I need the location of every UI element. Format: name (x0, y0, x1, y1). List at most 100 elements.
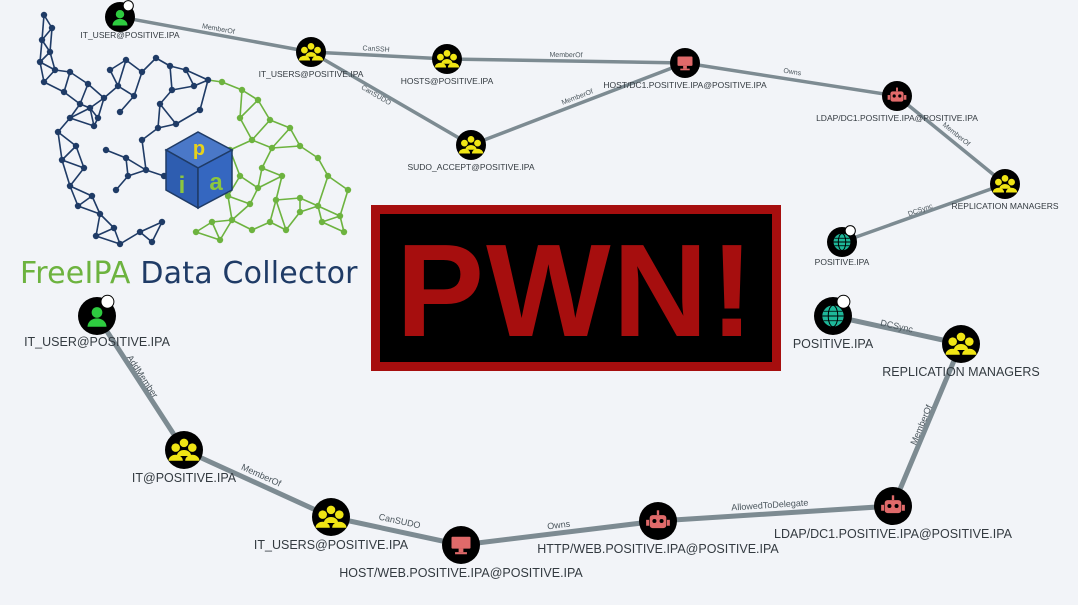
logo-node (254, 184, 262, 192)
node-label: HOST/WEB.POSITIVE.IPA@POSITIVE.IPA (339, 566, 583, 580)
group-node-icon (296, 37, 326, 67)
logo-node (124, 172, 132, 180)
edge-it_users-hosts (309, 50, 449, 61)
logo-link (69, 71, 89, 85)
node-label: LDAP/DC1.POSITIVE.IPA@POSITIVE.IPA (774, 527, 1013, 541)
logo-node (36, 58, 44, 66)
logo-node (100, 94, 108, 102)
logo-node (166, 62, 174, 70)
logo-node (90, 122, 98, 130)
logo-link (41, 14, 45, 41)
logo-node (318, 218, 326, 226)
logo-link (271, 145, 301, 149)
logo-link (171, 85, 195, 91)
logo-node (228, 216, 236, 224)
node-label: IT_USER@POSITIVE.IPA (24, 335, 170, 349)
logo-link (261, 147, 273, 169)
logo-link (227, 175, 241, 197)
logo-node (48, 24, 56, 32)
logo-node (218, 78, 226, 86)
logo-node (236, 114, 244, 122)
logo-node (182, 66, 190, 74)
logo-node (122, 154, 130, 162)
logo-node (138, 68, 146, 76)
logo-link (199, 79, 209, 111)
node-host_dc1[interactable]: HOST/DC1.POSITIVE.IPA@POSITIVE.IPA (603, 48, 767, 90)
logo-link (195, 231, 221, 241)
logo-node (196, 106, 204, 114)
group-node-icon (942, 325, 980, 363)
logo-link (151, 221, 163, 243)
logo-node (76, 100, 84, 108)
logo-link (239, 89, 243, 119)
node-it_users[interactable]: IT_USERS@POSITIVE.IPA (259, 37, 364, 79)
top-attack-graph: MemberOfCanSSHCanSUDOMemberOfMemberOfOwn… (80, 0, 1059, 267)
logo-link (69, 185, 93, 197)
logo-link (69, 107, 91, 119)
logo-node (344, 186, 352, 194)
logo-link (271, 127, 291, 149)
logo-node (248, 226, 256, 234)
node-it_user[interactable]: IT_USER@POSITIVE.IPA (80, 0, 180, 40)
node-host_web[interactable]: HOST/WEB.POSITIVE.IPA@POSITIVE.IPA (339, 526, 583, 580)
logo-node (278, 172, 286, 180)
node-ldap_dc1[interactable]: LDAP/DC1.POSITIVE.IPA@POSITIVE.IPA (816, 81, 978, 123)
node-ldap_dc1[interactable]: LDAP/DC1.POSITIVE.IPA@POSITIVE.IPA (774, 487, 1013, 541)
logo-link (91, 195, 101, 215)
logo-node (96, 210, 104, 218)
node-it[interactable]: IT@POSITIVE.IPA (132, 431, 237, 485)
node-layer: IT_USER@POSITIVE.IPA IT_USERS@POSITIVE.IP… (80, 0, 1059, 267)
logo-link (119, 95, 135, 113)
logo-node (192, 228, 200, 236)
logo-node (238, 86, 246, 94)
group-node-icon (432, 44, 462, 74)
node-sudo_accept[interactable]: SUDO_ACCEPT@POSITIVE.IPA (407, 130, 535, 172)
logo-node (84, 80, 92, 88)
logo-node (254, 96, 262, 104)
edge-it_users-host_web (328, 514, 464, 548)
node-domain[interactable]: POSITIVE.IPA (793, 294, 874, 351)
logo-node (40, 11, 48, 19)
logo-node (296, 194, 304, 202)
node-it_users[interactable]: IT_USERS@POSITIVE.IPA (254, 498, 409, 552)
edge-repl_mgr-domain (830, 313, 964, 347)
edge-label: MemberOf (549, 52, 582, 60)
service-node-icon (639, 502, 677, 540)
node-domain[interactable]: POSITIVE.IPA (815, 225, 870, 267)
edge-label: CanSSH (362, 45, 390, 53)
pwn-banner: PWN! (371, 205, 781, 371)
node-badge (844, 225, 856, 237)
logo-node (106, 66, 114, 74)
logo-node (110, 224, 118, 232)
node-hosts[interactable]: HOSTS@POSITIVE.IPA (401, 44, 494, 86)
logo-link (275, 197, 301, 201)
freeipa-brand-title: FreeIPA Data Collector (20, 256, 365, 291)
logo-link (299, 197, 319, 207)
logo-link (299, 145, 319, 159)
edge-ldap_dc1-repl_mgr (890, 341, 964, 509)
logo-link (119, 231, 141, 245)
service-node-icon (882, 81, 912, 111)
logo-node (204, 76, 212, 84)
logo-link (63, 91, 81, 105)
logo-node (51, 66, 59, 74)
logo-link (317, 205, 341, 217)
node-repl_mgr[interactable]: REPLICATION MANAGERS (951, 169, 1059, 211)
logo-link (211, 221, 221, 241)
node-http_web[interactable]: HTTP/WEB.POSITIVE.IPA@POSITIVE.IPA (537, 502, 779, 556)
logo-link (133, 71, 143, 97)
edge-label: Owns (783, 68, 802, 78)
logo-link (97, 97, 105, 119)
logo-link (317, 157, 329, 177)
node-label: IT_USER@POSITIVE.IPA (80, 30, 179, 40)
logo-link (269, 199, 277, 223)
logo-link (79, 83, 89, 105)
node-it_user[interactable]: IT_USER@POSITIVE.IPA (24, 294, 171, 349)
computer-node-icon (670, 48, 700, 78)
node-label: HTTP/WEB.POSITIVE.IPA@POSITIVE.IPA (537, 542, 779, 556)
logo-link (57, 131, 63, 161)
edge-ldap_dc1-repl_mgr (895, 94, 1007, 186)
node-label: SUDO_ACCEPT@POSITIVE.IPA (407, 162, 534, 172)
node-repl_mgr[interactable]: REPLICATION MANAGERS (882, 325, 1040, 379)
